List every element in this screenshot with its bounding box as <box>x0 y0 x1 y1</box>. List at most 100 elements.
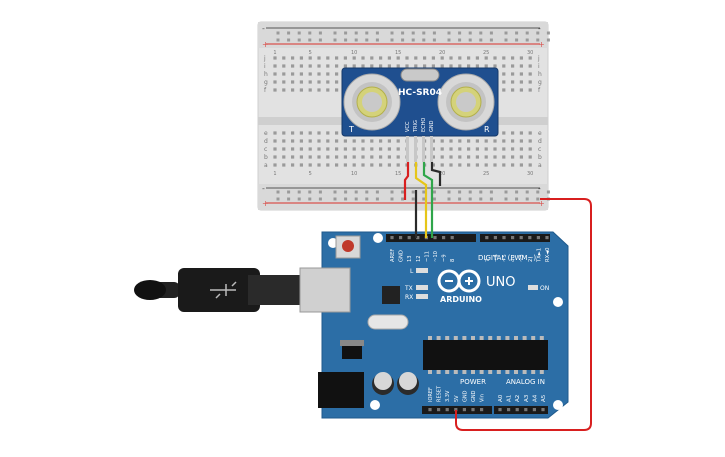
sensor-receive-mark: R <box>484 125 490 134</box>
breadboard-row-letter: i <box>538 63 540 70</box>
breadboard-row-letter: a <box>264 162 268 169</box>
usb-cable[interactable] <box>134 268 304 312</box>
echo-wire[interactable] <box>422 162 434 238</box>
led-l-indicator <box>416 268 428 273</box>
digital-pin-label: ~9 <box>442 254 448 262</box>
power-pin-label: GND <box>471 390 477 402</box>
power-pin-label: GND <box>462 390 468 402</box>
bottom-rail-minus-right: - <box>538 184 541 193</box>
microcontroller-chip <box>423 340 548 370</box>
digital-pin-label: GND <box>399 250 405 262</box>
reset-button[interactable] <box>342 240 354 252</box>
analog-pin-label: A3 <box>524 394 530 402</box>
digital-pin-label: 8 <box>450 259 456 262</box>
breadboard-column-number: 25 <box>483 50 489 56</box>
sensor-model-label: HC-SR04 <box>398 88 442 98</box>
analog-pin-label: A5 <box>541 394 547 402</box>
power-pin-label: 5V <box>454 395 460 402</box>
breadboard-column-number: 5 <box>309 171 312 177</box>
breadboard-row-letter: h <box>264 71 268 78</box>
led-on-label: ON <box>540 285 549 292</box>
breadboard-row-letter: j <box>263 55 266 62</box>
digital-pin-label: ~10 <box>433 251 439 262</box>
trig-wire[interactable] <box>414 162 428 238</box>
dc-power-jack <box>318 372 364 408</box>
breadboard-row-letter: f <box>538 87 541 94</box>
sensor-pin-label: ECHO <box>421 118 427 132</box>
breadboard-row-letter: c <box>264 146 267 153</box>
breadboard-row-letter: f <box>264 87 267 94</box>
vcc-wire[interactable] <box>403 162 410 200</box>
digital-pin-label: ~5 <box>502 254 508 262</box>
power-pin-label: Vin <box>480 394 486 402</box>
breadboard-column-number: 30 <box>527 171 533 177</box>
usb-symbol-icon <box>210 281 237 299</box>
power-loop-wire[interactable] <box>455 198 592 431</box>
digital-pin-label: 12 <box>416 255 422 262</box>
bottom-rail-minus: - <box>262 184 265 193</box>
led-tx-label: TX <box>404 285 413 292</box>
breadboard-column-number: 25 <box>483 171 489 177</box>
breadboard-row-letter: d <box>264 138 268 145</box>
breadboard-column-number: 1 <box>273 171 276 177</box>
sensor-gnd-jumper[interactable] <box>430 162 442 186</box>
arduino-uno-board[interactable]: L TX RX ON ARDUINO UNO DIGITAL (PWM~) PO… <box>134 231 569 419</box>
top-rail-minus: - <box>262 24 265 33</box>
breadboard-row-letter: g <box>264 79 268 86</box>
breadboard-column-number: 20 <box>439 171 445 177</box>
digital-pin-label: 7 <box>485 259 491 262</box>
digital-pin-label: TX►1 <box>536 248 542 263</box>
digital-pin-label: ~6 <box>493 254 499 262</box>
analog-pin-label: A2 <box>515 395 521 402</box>
arduino-brand-label: ARDUINO <box>440 295 482 304</box>
power-pin-label: RESET <box>437 385 443 402</box>
breadboard-row-letter: a <box>538 162 542 169</box>
breadboard-row-letter: h <box>538 71 542 78</box>
breadboard-column-number: 1 <box>273 50 276 56</box>
digital-pin-label: RX◄0 <box>545 248 551 262</box>
analog-pin-label: A0 <box>498 394 504 402</box>
analog-header-label: ANALOG IN <box>506 378 545 386</box>
sensor-pin-label: VCC <box>405 121 411 132</box>
sensor-pin-label: TRIG <box>413 120 419 133</box>
breadboard-row-letter: e <box>264 130 268 137</box>
bottom-rail-plus: + <box>262 199 269 208</box>
breadboard-column-number: 5 <box>309 50 312 56</box>
arduino-infinity-logo-icon <box>437 269 481 293</box>
breadboard-column-number: 10 <box>351 50 357 56</box>
breadboard-row-letter: b <box>264 154 268 161</box>
top-rail-plus: + <box>262 40 269 49</box>
breadboard-column-number: 10 <box>351 171 357 177</box>
power-pin-label: IOREF <box>428 387 434 402</box>
breadboard-row-letter: j <box>537 55 540 62</box>
analog-pin-label: A1 <box>507 395 513 402</box>
digital-pin-label: 13 <box>407 255 413 262</box>
power-pin-label: 3.3V <box>445 390 451 402</box>
wires[interactable] <box>403 162 592 431</box>
power-header-label: POWER <box>460 378 486 386</box>
breadboard-row-letter: b <box>538 154 542 161</box>
breadboard-row-letter: i <box>264 63 266 70</box>
breadboard-row-letter: d <box>538 138 542 145</box>
breadboard-column-number: 15 <box>395 171 401 177</box>
sensor-pin-label: GND <box>429 120 435 132</box>
digital-pin-label: AREF <box>390 249 396 262</box>
breadboard-row-letter: c <box>538 146 541 153</box>
breadboard-row-letter: e <box>538 130 542 137</box>
analog-header <box>494 406 548 414</box>
arduino-model-label: UNO <box>486 275 515 290</box>
bottom-rail-plus-right: + <box>538 199 545 208</box>
breadboard-column-number: 30 <box>527 50 533 56</box>
digital-pin-label: ~11 <box>424 251 430 262</box>
digital-header-right <box>480 234 550 242</box>
digital-header-label: DIGITAL (PWM~) <box>478 254 536 262</box>
sensor-transmit-mark: T <box>348 125 354 134</box>
